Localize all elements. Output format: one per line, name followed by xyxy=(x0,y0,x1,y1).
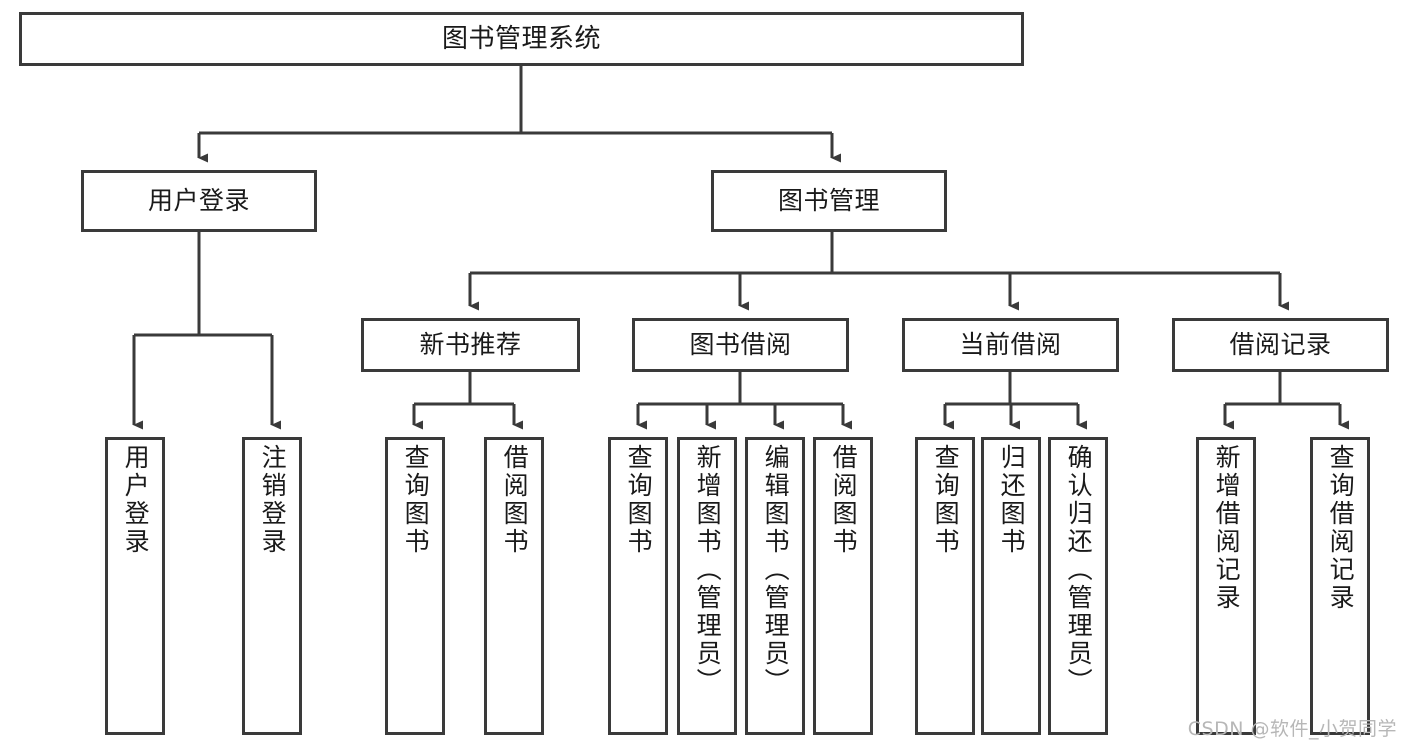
node-leaf-confirm-return-label: 确认归还（管理员） xyxy=(1064,444,1094,696)
node-leaf-return-book-label: 归还图书 xyxy=(997,444,1027,556)
node-book-management[interactable]: 图书管理 xyxy=(711,170,947,232)
node-new-book-recommend[interactable]: 新书推荐 xyxy=(361,318,580,372)
node-leaf-query-book-2[interactable]: 查询图书 xyxy=(608,437,668,735)
node-leaf-add-record-label: 新增借阅记录 xyxy=(1212,444,1242,612)
node-leaf-borrow-book-1-label: 借阅图书 xyxy=(500,444,530,556)
node-borrow-record-label: 借阅记录 xyxy=(1229,330,1332,360)
node-leaf-logout-login[interactable]: 注销登录 xyxy=(242,437,302,735)
node-current-borrow[interactable]: 当前借阅 xyxy=(902,318,1119,372)
node-leaf-query-book-1-label: 查询图书 xyxy=(401,444,431,556)
node-leaf-user-login-label: 用户登录 xyxy=(121,444,151,556)
node-user-login[interactable]: 用户登录 xyxy=(81,170,317,232)
node-leaf-logout-login-label: 注销登录 xyxy=(258,444,288,556)
node-leaf-return-book[interactable]: 归还图书 xyxy=(981,437,1041,735)
node-borrow-record[interactable]: 借阅记录 xyxy=(1172,318,1389,372)
node-new-book-recommend-label: 新书推荐 xyxy=(419,330,522,360)
node-leaf-edit-book-label: 编辑图书（管理员） xyxy=(761,444,791,696)
node-leaf-confirm-return[interactable]: 确认归还（管理员） xyxy=(1048,437,1108,735)
node-book-borrow-label: 图书借阅 xyxy=(689,330,792,360)
node-leaf-borrow-book-2-label: 借阅图书 xyxy=(829,444,859,556)
node-leaf-borrow-book-2[interactable]: 借阅图书 xyxy=(813,437,873,735)
node-root-label: 图书管理系统 xyxy=(441,23,601,54)
node-leaf-query-record-label: 查询借阅记录 xyxy=(1326,444,1356,612)
node-current-borrow-label: 当前借阅 xyxy=(959,330,1062,360)
node-leaf-query-book-3[interactable]: 查询图书 xyxy=(915,437,975,735)
node-leaf-add-book-label: 新增图书（管理员） xyxy=(693,444,723,696)
watermark-text: CSDN @软件_小贺同学 xyxy=(1187,718,1397,740)
node-book-management-label: 图书管理 xyxy=(777,186,880,216)
node-leaf-borrow-book-1[interactable]: 借阅图书 xyxy=(484,437,544,735)
node-leaf-query-record[interactable]: 查询借阅记录 xyxy=(1310,437,1370,735)
node-leaf-query-book-1[interactable]: 查询图书 xyxy=(385,437,445,735)
node-leaf-add-book[interactable]: 新增图书（管理员） xyxy=(677,437,737,735)
node-book-borrow[interactable]: 图书借阅 xyxy=(632,318,849,372)
node-leaf-query-book-3-label: 查询图书 xyxy=(931,444,961,556)
node-leaf-edit-book[interactable]: 编辑图书（管理员） xyxy=(745,437,805,735)
node-user-login-label: 用户登录 xyxy=(147,186,250,216)
node-root[interactable]: 图书管理系统 xyxy=(19,12,1024,66)
node-leaf-add-record[interactable]: 新增借阅记录 xyxy=(1196,437,1256,735)
node-leaf-user-login[interactable]: 用户登录 xyxy=(105,437,165,735)
node-leaf-query-book-2-label: 查询图书 xyxy=(624,444,654,556)
